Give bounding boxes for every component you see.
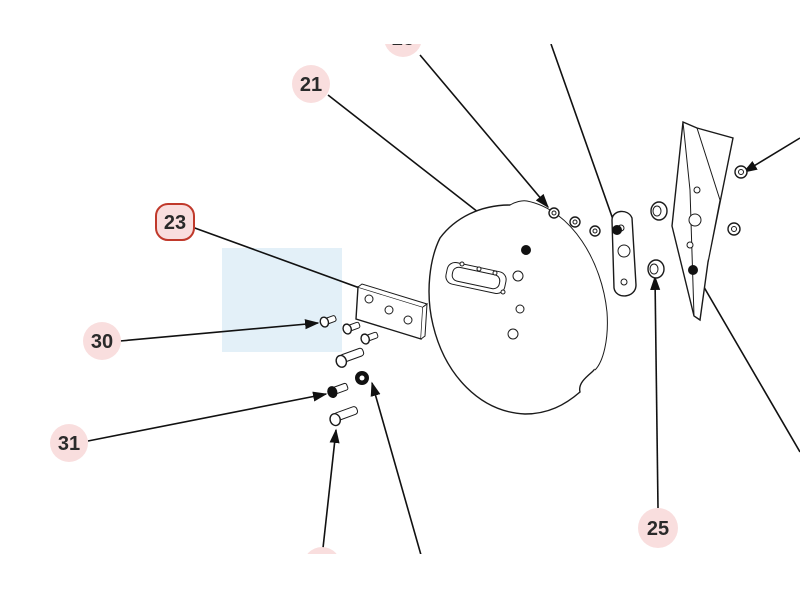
leader-30	[119, 319, 320, 342]
svg-text:30: 30	[91, 331, 113, 353]
top-mask	[0, 0, 800, 44]
svg-text:23: 23	[164, 212, 186, 234]
svg-text:31: 31	[58, 433, 80, 455]
svg-text:25: 25	[647, 518, 669, 540]
callout-30: 30	[83, 322, 121, 360]
bracket-part	[611, 210, 637, 297]
screws-group	[319, 315, 379, 427]
leader-right-top	[742, 137, 800, 173]
callout-23: 23	[155, 203, 195, 241]
callout-25: 25	[638, 508, 678, 548]
leader-right-bottom	[693, 269, 800, 453]
callout-21: 21	[292, 65, 330, 103]
spacers	[647, 201, 668, 279]
right-nuts	[727, 165, 748, 236]
small-nuts	[548, 207, 601, 237]
plate-part	[355, 283, 429, 340]
leader-31	[87, 391, 328, 442]
bottom-mask	[0, 554, 800, 600]
svg-text:21: 21	[300, 74, 322, 96]
leader-25	[650, 275, 661, 509]
callout-31: 31	[50, 424, 88, 462]
leader-29	[322, 428, 340, 549]
leader-top	[550, 43, 617, 229]
blade-part	[671, 120, 734, 322]
leader-28	[419, 54, 549, 209]
disc-part	[428, 200, 608, 415]
leader-bottom	[370, 381, 422, 556]
